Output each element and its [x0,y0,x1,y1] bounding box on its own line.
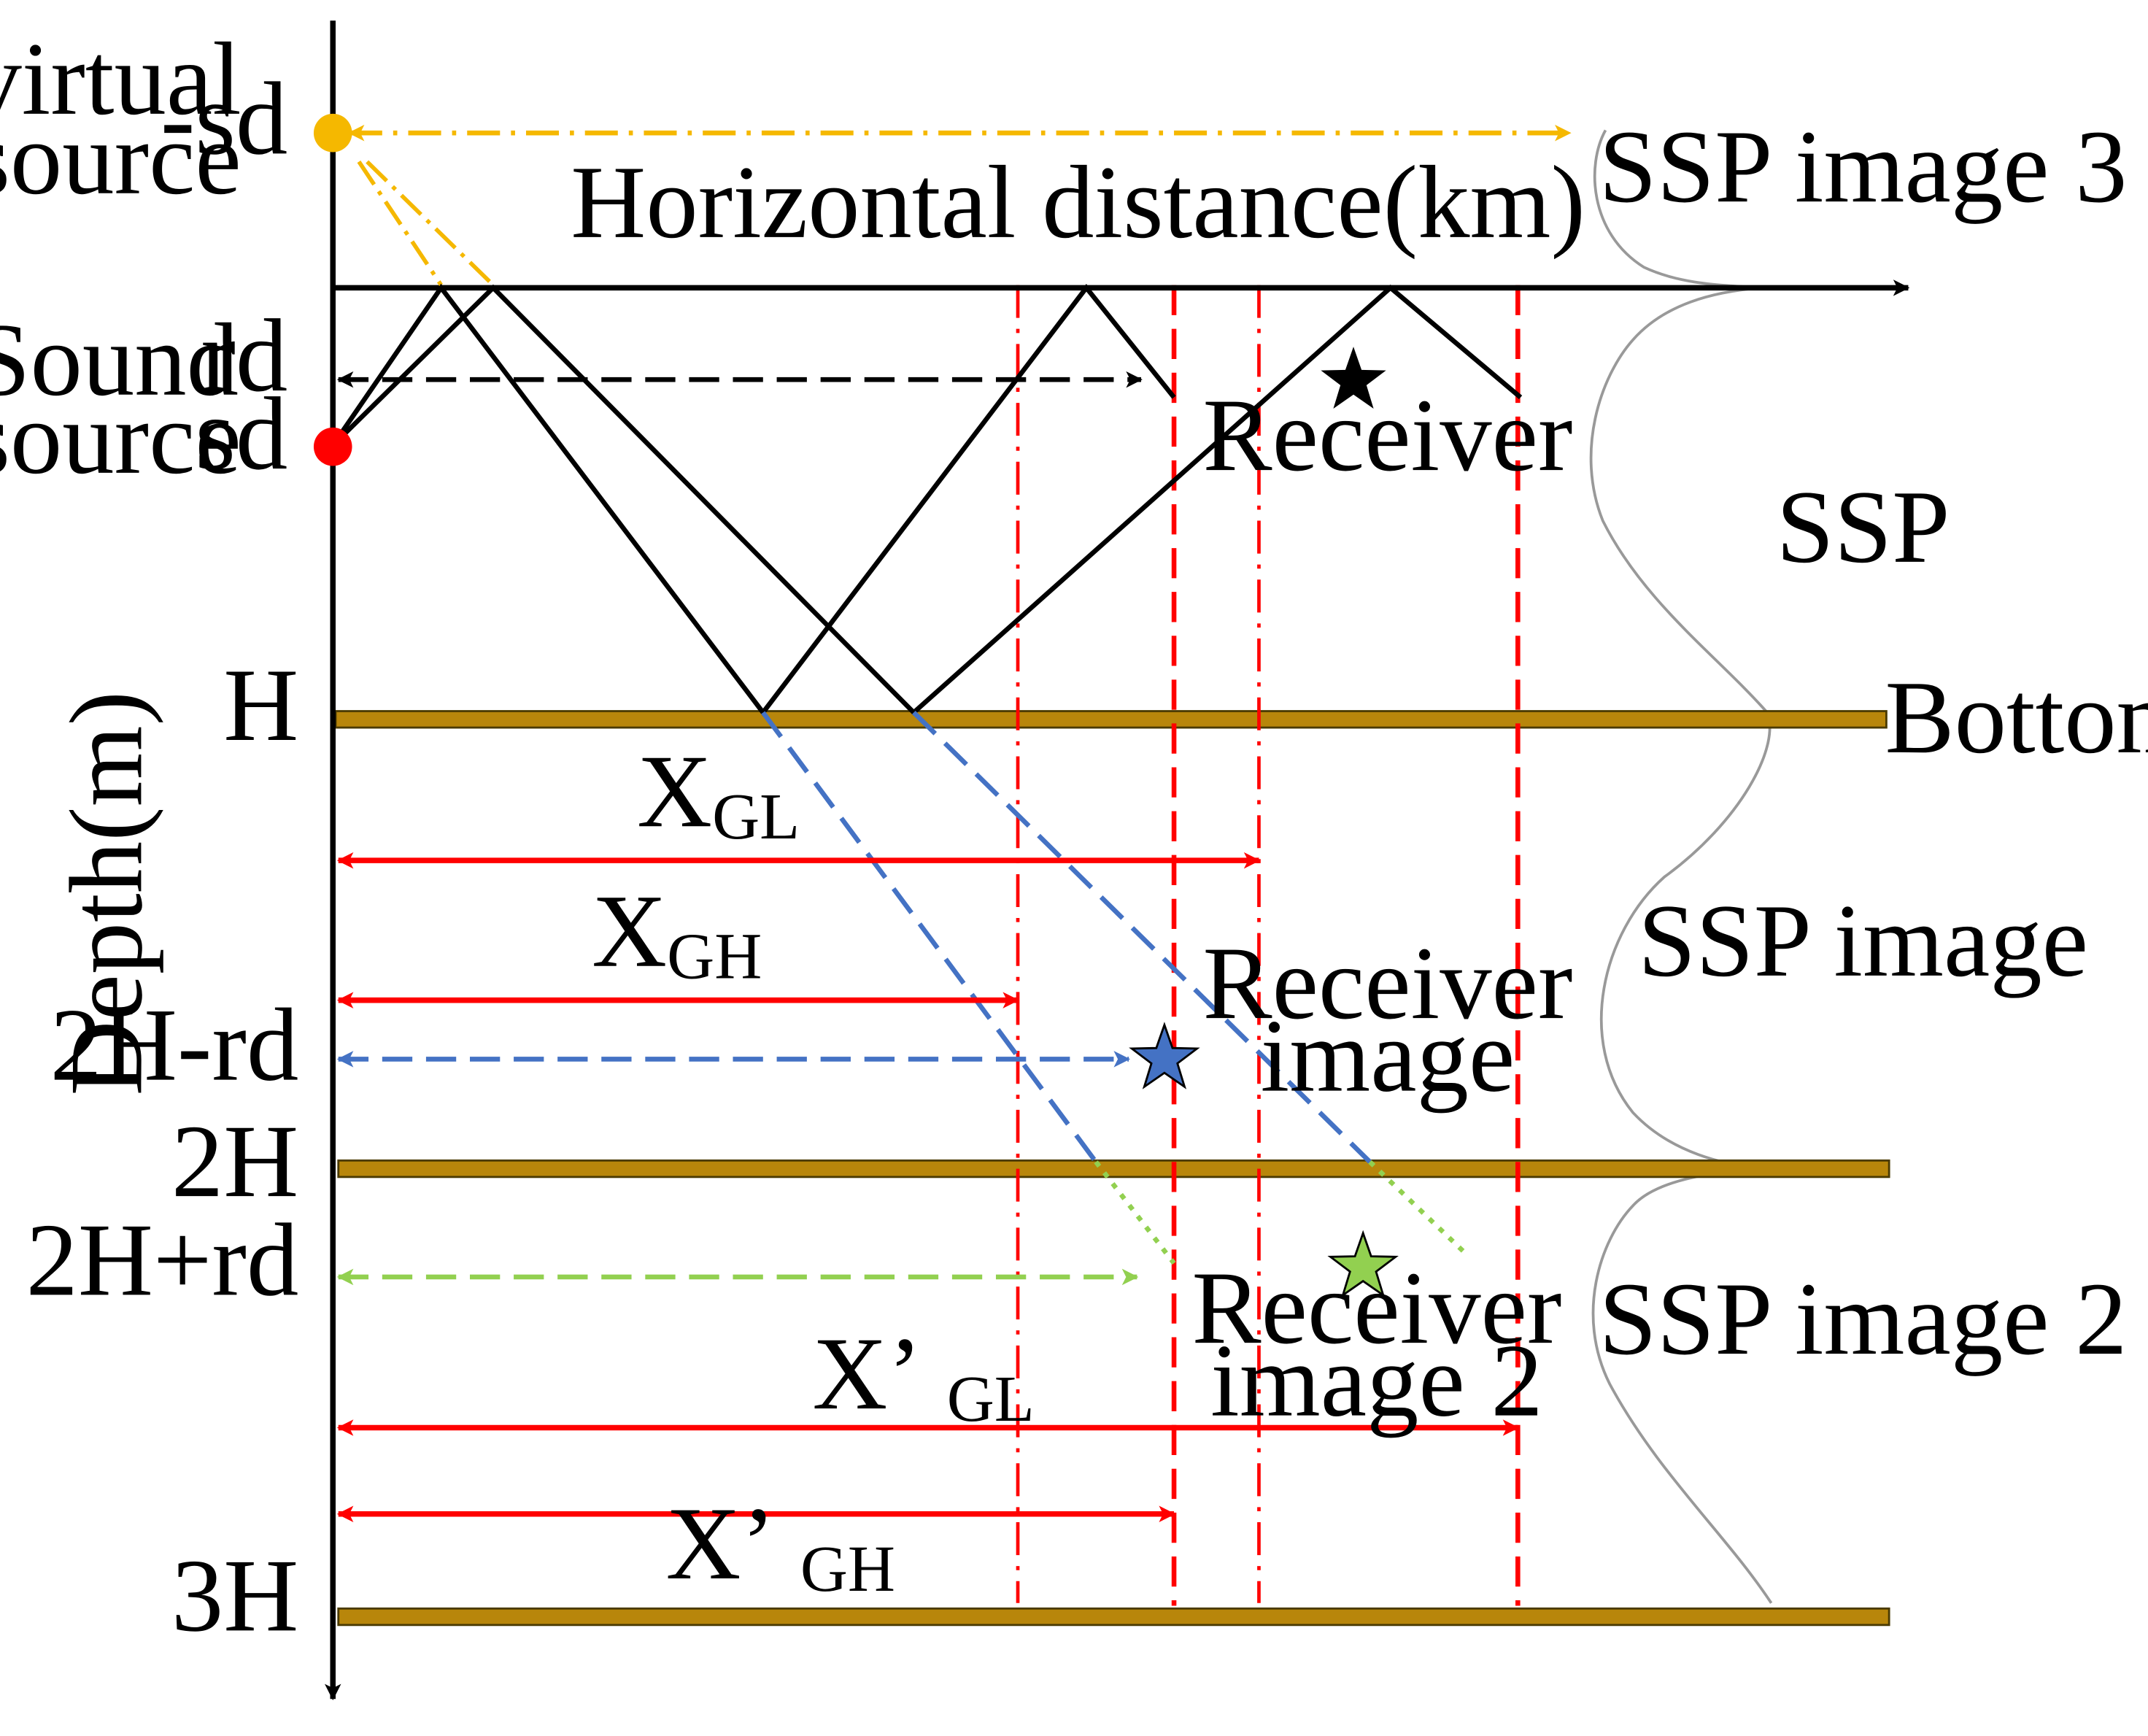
label-virtual-line2: source [0,101,242,216]
receiver-star [1321,347,1386,409]
ssp-curve [1589,129,1773,1604]
label-receiver-image-2-line1: Receiver [1191,1250,1561,1365]
ray-path-1 [331,283,1176,717]
label-2h: 2H [171,1103,298,1219]
label-2h-minus-rd: 2H-rd [50,987,299,1103]
label-ssp: SSP [1776,469,1950,585]
label-ssp-image-2: SSP image 2 [1599,1261,2127,1376]
virtual-ray-1 [357,161,443,287]
label-x-gh-sub: GH [667,921,762,993]
virtual-source-dot [313,113,352,153]
label-ssp-image: SSP image [1638,883,2088,998]
virtual-ray-2 [366,160,495,287]
image2-ray-2 [1368,1160,1468,1256]
label-sound-line2: source [0,380,242,495]
label-3h: 3H [171,1538,298,1653]
label-x-prime-gl-main: X’ [812,1316,922,1431]
horizontal-axis-title: Horizontal distance(km) [571,144,1585,260]
label-2h-plus-rd: 2H+rd [26,1202,299,1317]
label-minus-sd: -sd [161,61,287,176]
label-rd: rd [201,298,287,413]
bottom-band-2h [337,1159,1890,1178]
label-x-prime-gh: X’ GH [665,1486,895,1605]
label-receiver-image-line2: image [1261,998,1515,1114]
label-receiver: Receiver [1202,377,1572,493]
label-x-gl-main: X [637,733,712,849]
label-x-prime-gh-main: X’ [665,1486,776,1601]
bottom-band-3h [337,1607,1890,1627]
bottom-band-h [334,710,1888,729]
label-x-prime-gl: X’ GL [812,1316,1034,1435]
receiver-image-star [1129,1022,1200,1089]
label-x-prime-gl-sub: GL [947,1363,1035,1435]
label-bottom: Bottom [1885,660,2148,775]
label-x-prime-gh-sub: GH [800,1533,895,1605]
label-x-gl-sub: GL [712,781,800,853]
label-x-gh: XGH [592,873,762,993]
label-virtual-line1: virtual [0,21,242,136]
label-h: H [223,647,298,763]
depth-axis-title: Depth(m) [48,691,163,1096]
image-ray-2 [912,711,1372,1164]
image-ray-1 [761,711,1098,1164]
label-receiver-image-2-line2: image 2 [1210,1323,1543,1438]
receiver-image-2-star [1327,1230,1399,1298]
label-ssp-image-3: SSP image 3 [1599,109,2127,224]
label-sound-line1: Sound [0,302,239,417]
sound-source-dot [313,427,352,466]
label-x-gh-main: X [592,873,667,989]
label-receiver-image-line1: Receiver [1202,925,1572,1041]
label-sd: sd [195,376,287,491]
label-x-gl: XGL [637,733,800,853]
